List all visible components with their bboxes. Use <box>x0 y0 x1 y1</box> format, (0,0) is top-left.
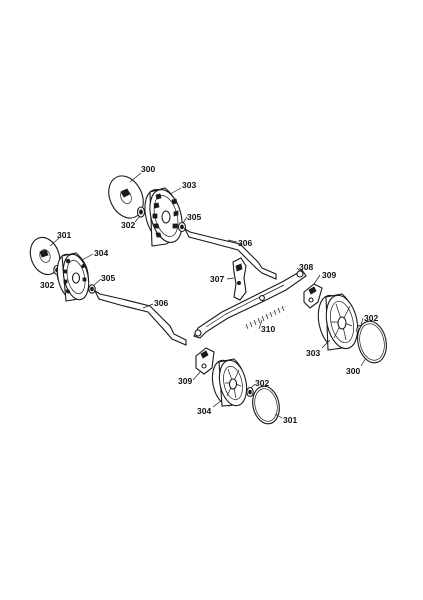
label-302-right: 302 <box>364 313 378 323</box>
bracket-309-lower <box>195 347 215 375</box>
hub-cap-300-right <box>357 320 387 364</box>
hub-cap-301-lower <box>252 385 280 425</box>
wheel-304-lower <box>211 358 248 407</box>
axle-306-left <box>93 289 187 346</box>
label-301-left: 301 <box>57 230 71 240</box>
bushing-305-left <box>88 284 96 294</box>
label-310: 310 <box>261 324 275 334</box>
label-304-lower: 304 <box>197 406 211 416</box>
label-302-left: 302 <box>40 280 54 290</box>
label-303-right: 303 <box>306 348 320 358</box>
label-308: 308 <box>299 262 313 272</box>
wheel-303-right <box>317 293 359 351</box>
label-309-upper: 309 <box>322 270 336 280</box>
label-305-left: 305 <box>101 273 115 283</box>
label-304-left: 304 <box>94 248 108 258</box>
bushing-305-upper <box>177 221 187 233</box>
wheel-304-left <box>56 252 90 302</box>
label-307: 307 <box>210 274 224 284</box>
washer-302-lower <box>246 386 254 398</box>
wheel-303-upper <box>144 187 183 247</box>
label-305-upper: 305 <box>187 212 201 222</box>
label-303-upper: 303 <box>182 180 196 190</box>
hub-cap-300-upper <box>108 175 144 219</box>
label-300-upper: 300 <box>141 164 155 174</box>
label-309-lower: 309 <box>178 376 192 386</box>
label-300-right: 300 <box>346 366 360 376</box>
label-302-upper: 302 <box>121 220 135 230</box>
bar-308 <box>193 269 307 339</box>
label-301-lower: 301 <box>283 415 297 425</box>
label-302-lower: 302 <box>255 378 269 388</box>
leader-lines <box>49 172 367 419</box>
lever-307 <box>232 257 247 301</box>
bracket-309-upper <box>303 283 323 309</box>
axle-306-upper <box>183 227 277 280</box>
spring-310 <box>243 305 287 330</box>
hub-cap-301-left <box>29 236 61 276</box>
wheel-304-left-treads <box>63 258 87 294</box>
label-306-left: 306 <box>154 298 168 308</box>
wheel-303-right-spokes <box>331 303 353 341</box>
wheel-303-upper-treads <box>152 193 179 238</box>
label-306-upper: 306 <box>238 238 252 248</box>
washer-302-upper <box>136 206 146 218</box>
